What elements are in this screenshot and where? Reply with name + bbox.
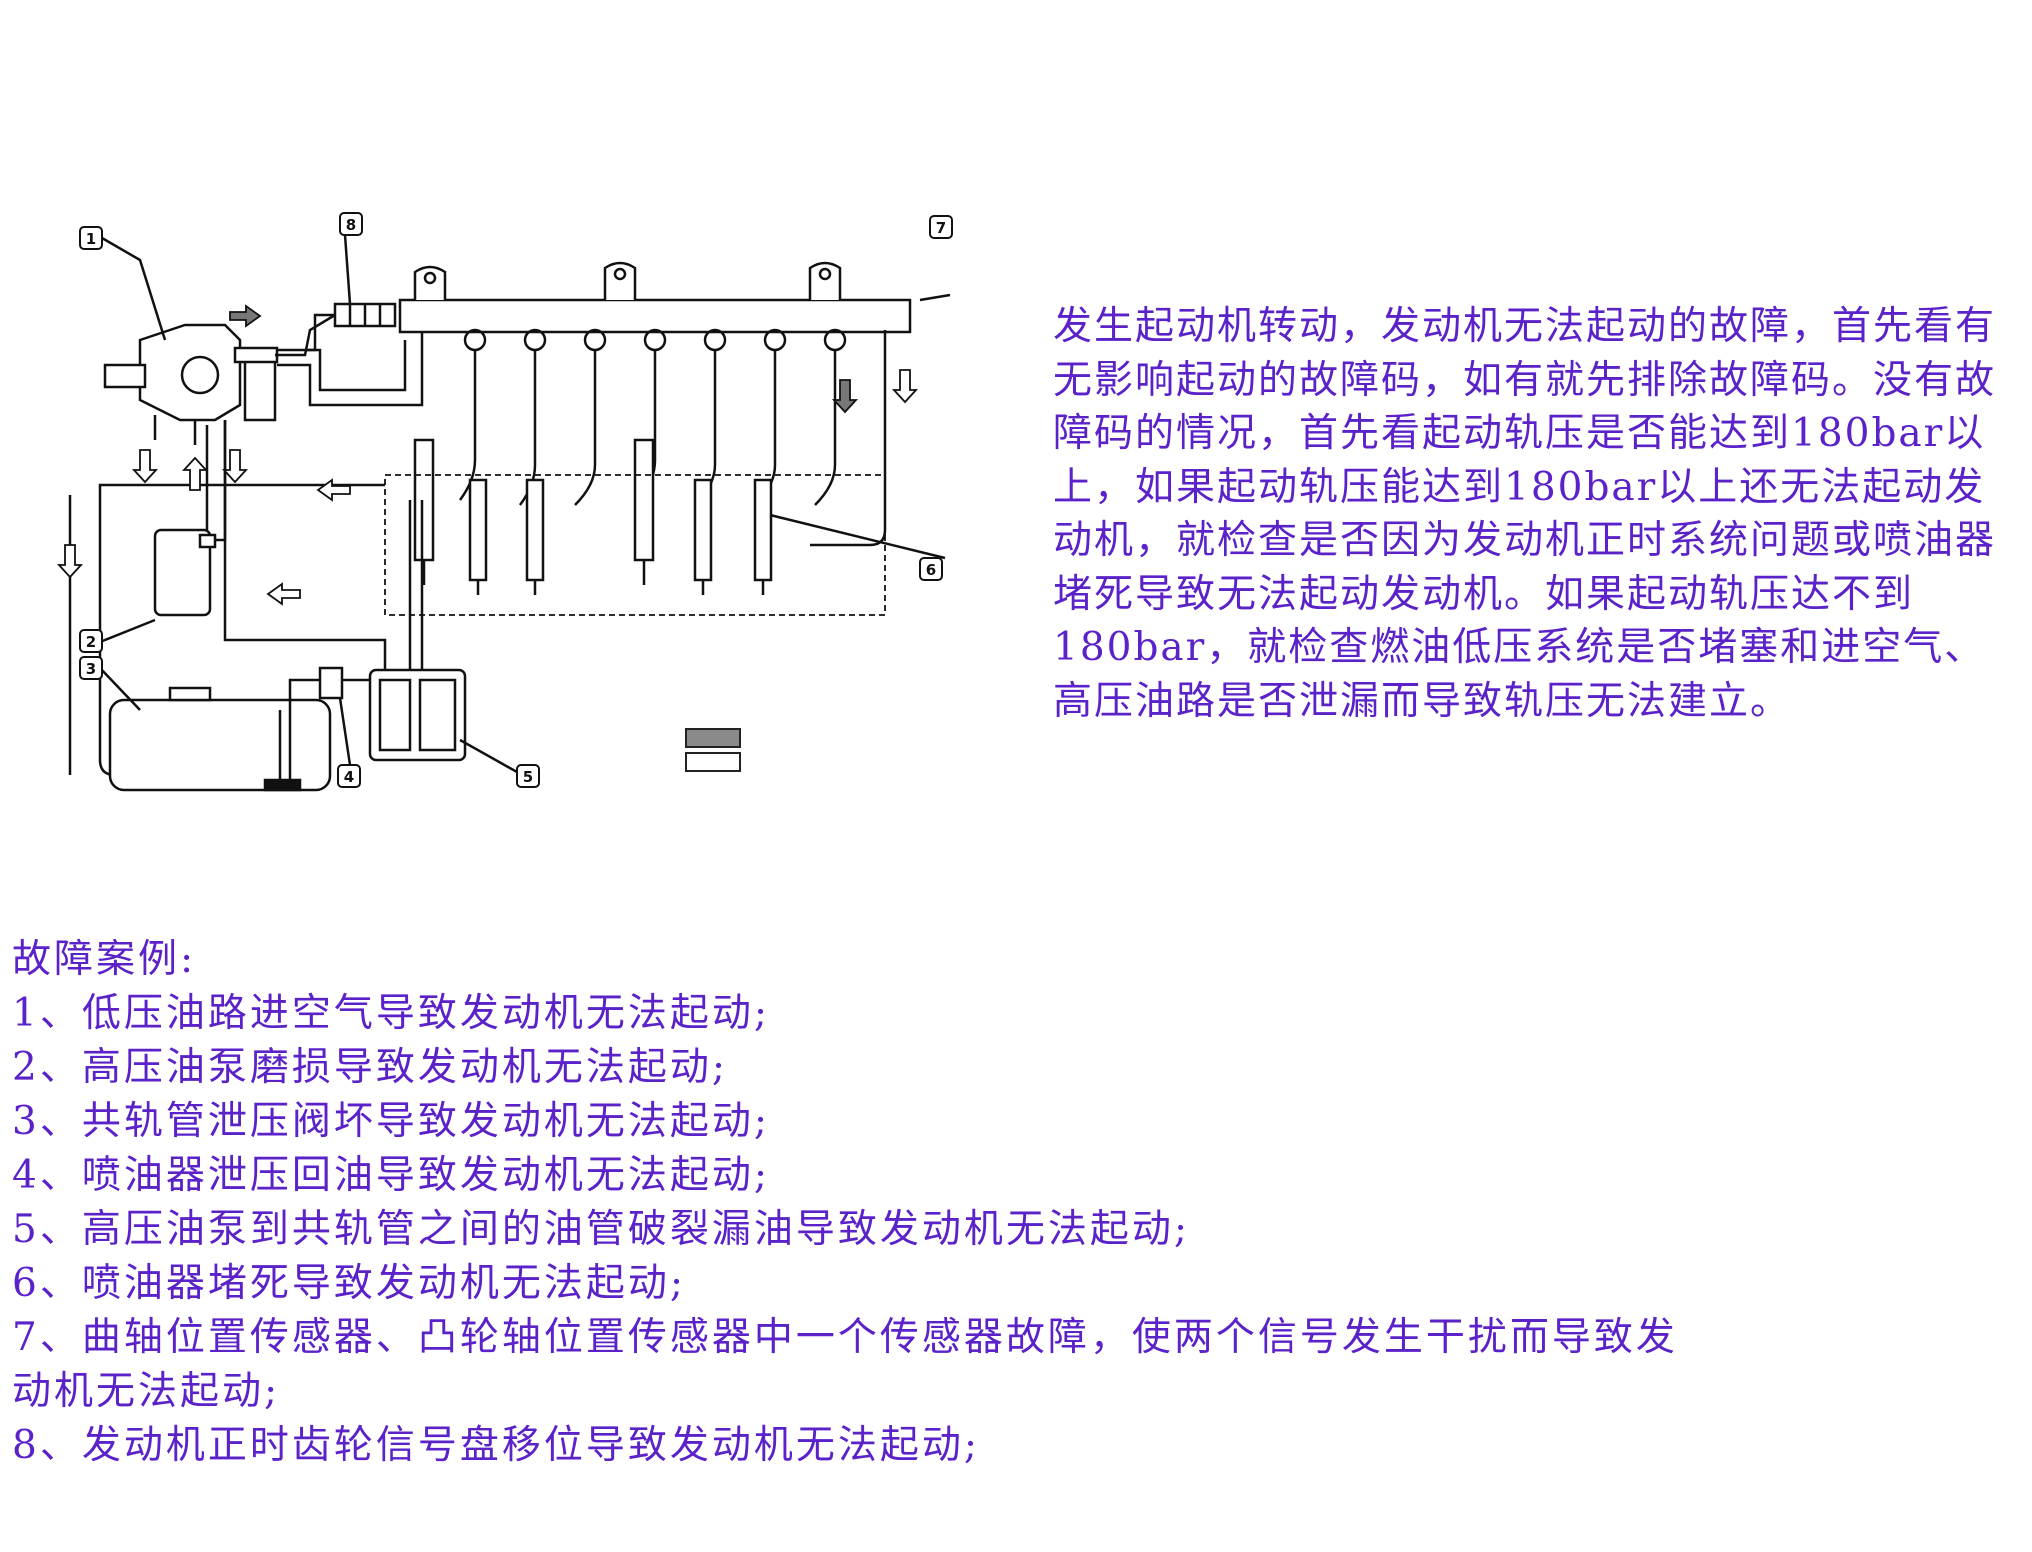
case-item-3: 3、共轨管泄压阀坏导致发动机无法起动; xyxy=(12,1099,770,1144)
callout-5: 5 xyxy=(523,768,533,786)
fault-description: 发生起动机转动，发动机无法起动的故障，首先看有无影响起动的故障码，如有就先排除故… xyxy=(1053,304,1997,724)
case-item-7-cont: 动机无法起动; xyxy=(12,1369,281,1414)
injectors xyxy=(413,438,773,595)
callout-6: 6 xyxy=(926,561,936,579)
cases-heading: 故障案例: xyxy=(12,937,197,982)
legend-key-filled xyxy=(685,728,741,748)
fuel-system-diagram: 1 2 3 4 5 6 7 8 xyxy=(56,212,953,792)
fuel-tank xyxy=(108,686,332,792)
case-item-2: 2、高压油泵磨损导致发动机无法起动; xyxy=(12,1045,728,1090)
fuel-filter xyxy=(153,420,227,617)
callout-1: 1 xyxy=(86,230,96,248)
rail-pressure-valve xyxy=(305,302,397,352)
case-item-4: 4、喷油器泄压回油导致发动机无法起动; xyxy=(12,1153,770,1198)
callout-2: 2 xyxy=(86,633,96,651)
callout-4: 4 xyxy=(344,768,354,786)
case-item-8: 8、发动机正时齿轮信号盘移位导致发动机无法起动; xyxy=(12,1423,980,1468)
high-pressure-pump xyxy=(103,323,279,445)
callout-7: 7 xyxy=(936,219,946,237)
callout-8: 8 xyxy=(346,216,356,234)
ecu-unit xyxy=(223,420,467,762)
fault-cases: 故障案例: 1、低压油路进空气导致发动机无法起动; 2、高压油泵磨损导致发动机无… xyxy=(12,933,2012,1473)
callout-3: 3 xyxy=(86,660,96,678)
case-item-7: 7、曲轴位置传感器、凸轮轴位置传感器中一个传感器故障，使两个信号发生干扰而导致发 xyxy=(12,1315,1678,1360)
case-item-1: 1、低压油路进空气导致发动机无法起动; xyxy=(12,991,770,1036)
legend-key-empty xyxy=(685,752,741,772)
common-rail xyxy=(398,261,912,352)
case-item-6: 6、喷油器堵死导致发动机无法起动; xyxy=(12,1261,686,1306)
case-item-5: 5、高压油泵到共轨管之间的油管破裂漏油导致发动机无法起动; xyxy=(12,1207,1190,1252)
